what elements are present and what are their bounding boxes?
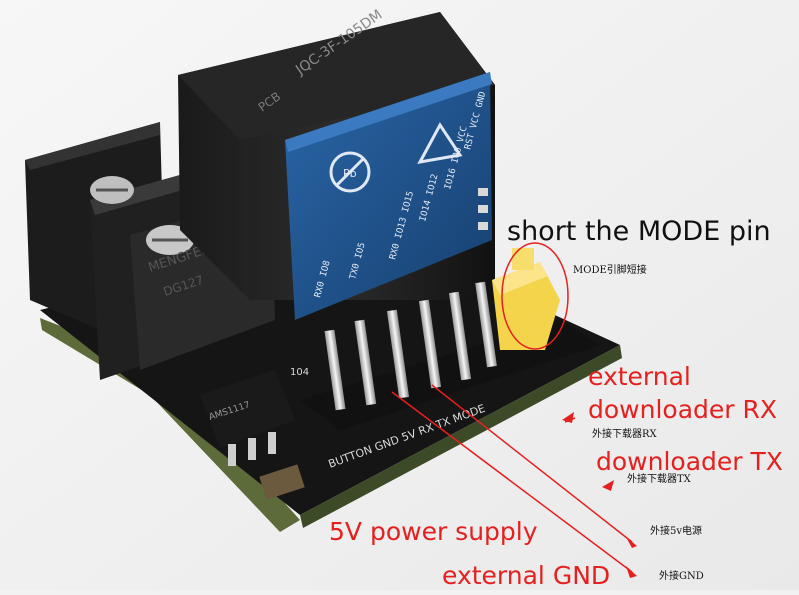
pin-mode (475, 281, 497, 368)
pin-5v (386, 309, 410, 399)
arrow-icon (562, 412, 574, 423)
pin-rx (418, 299, 442, 389)
capacitor (259, 464, 305, 500)
arrow-icon (602, 480, 614, 491)
power-label: 5V power supply (329, 517, 538, 546)
mode-pin-label: short the MODE pin (507, 216, 771, 247)
rx-label-line2: downloader RX (588, 395, 777, 424)
gnd-label: external GND (442, 561, 611, 590)
arrow-icon (626, 537, 637, 548)
pin-tx (448, 291, 472, 381)
no-lead-icon (329, 151, 371, 193)
esp-module: Pb RST VCC GND IO16 IO0 VCC IO14 IO12 RX… (285, 72, 492, 320)
annotation-arrows (562, 412, 637, 578)
arrow-icon (626, 566, 637, 578)
mode-pin-label-cn: MODE引脚短接 (573, 265, 647, 276)
pb-mark: Pb (343, 167, 357, 180)
mode-pin-highlight (501, 242, 569, 350)
rx-label-line1: external (588, 362, 691, 391)
gnd-label-cn: 外接GND (659, 571, 704, 582)
tx-label: downloader TX (596, 447, 783, 476)
esd-warning-icon (417, 122, 463, 165)
cap-label: 104 (290, 367, 309, 378)
pin-gnd (354, 319, 377, 406)
regulator-chip (200, 370, 295, 448)
power-label-cn: 外接5v电源 (650, 526, 703, 537)
components: AMS1117 104 (200, 367, 309, 500)
tx-label-cn: 外接下载器TX (627, 474, 691, 485)
pin-button (324, 329, 346, 411)
rx-label-cn: 外接下载器RX (592, 429, 657, 440)
